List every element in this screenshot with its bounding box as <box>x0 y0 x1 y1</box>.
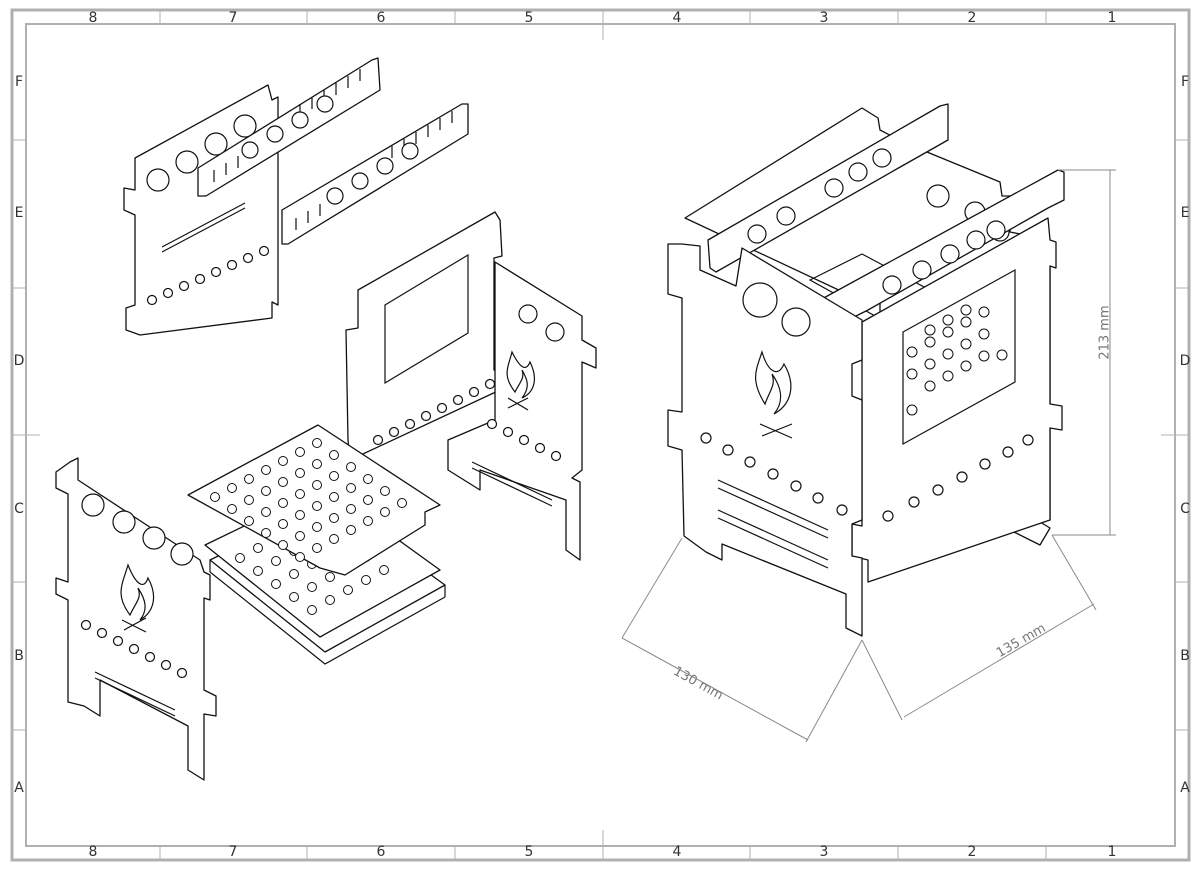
zone-label-left-b: B <box>14 648 24 664</box>
grate-upper <box>187 424 441 576</box>
zone-label-bottom-2: 2 <box>967 844 977 860</box>
zone-label-right-d: D <box>1179 353 1191 369</box>
zone-label-bottom-4: 4 <box>672 844 682 860</box>
assembled-top-rail-front <box>819 169 1065 331</box>
back-plate <box>123 84 279 336</box>
zone-label-top-7: 7 <box>228 10 238 26</box>
zone-label-left-e: E <box>14 205 24 221</box>
top-rail-lower <box>281 103 469 245</box>
zone-label-top-4: 4 <box>672 10 682 26</box>
zone-label-top-2: 2 <box>967 10 977 26</box>
zone-label-bottom-6: 6 <box>376 844 386 860</box>
zone-label-top-6: 6 <box>376 10 386 26</box>
zone-label-left-a: A <box>14 780 24 796</box>
zone-label-top-1: 1 <box>1107 10 1117 26</box>
dimension-lines <box>621 169 1116 743</box>
zone-ticks <box>12 10 1189 860</box>
top-rail-upper <box>197 57 381 197</box>
window-panel-vent-holes <box>372 378 496 446</box>
zone-label-bottom-1: 1 <box>1107 844 1117 860</box>
zone-label-top-5: 5 <box>524 10 534 26</box>
assembled-right-vent-holes <box>882 434 1034 522</box>
zone-label-bottom-5: 5 <box>524 844 534 860</box>
back-plate-vent-holes <box>146 245 270 306</box>
zone-label-bottom-3: 3 <box>819 844 829 860</box>
dimension-height-label: 213 mm <box>1097 305 1113 360</box>
zone-label-bottom-7: 7 <box>228 844 238 860</box>
flame-panel-left-vent-holes <box>80 619 188 679</box>
zone-label-left-d: D <box>13 353 25 369</box>
exploded-view <box>55 57 597 781</box>
assembled-right-wall <box>851 217 1063 583</box>
zone-label-top-8: 8 <box>88 10 98 26</box>
window-panel <box>345 211 503 461</box>
zone-label-right-b: B <box>1180 648 1190 664</box>
flame-panel-left <box>55 457 217 781</box>
zone-label-right-e: E <box>1180 205 1190 221</box>
zone-label-right-f: F <box>1180 74 1190 90</box>
zone-label-top-3: 3 <box>819 10 829 26</box>
assembled-grate-holes <box>906 304 1008 416</box>
assembled-view <box>621 103 1116 743</box>
assembled-front-vent-holes <box>700 432 848 516</box>
flame-panel-right-vent-holes <box>486 418 562 462</box>
zone-label-bottom-8: 8 <box>88 844 98 860</box>
zone-label-right-a: A <box>1180 780 1190 796</box>
zone-label-right-c: C <box>1180 501 1190 517</box>
flame-panel-right <box>447 261 597 561</box>
assembled-top-rail-back <box>707 103 949 273</box>
zone-label-left-c: C <box>14 501 24 517</box>
zone-label-left-f: F <box>14 74 24 90</box>
assembled-front-wall <box>667 243 863 637</box>
